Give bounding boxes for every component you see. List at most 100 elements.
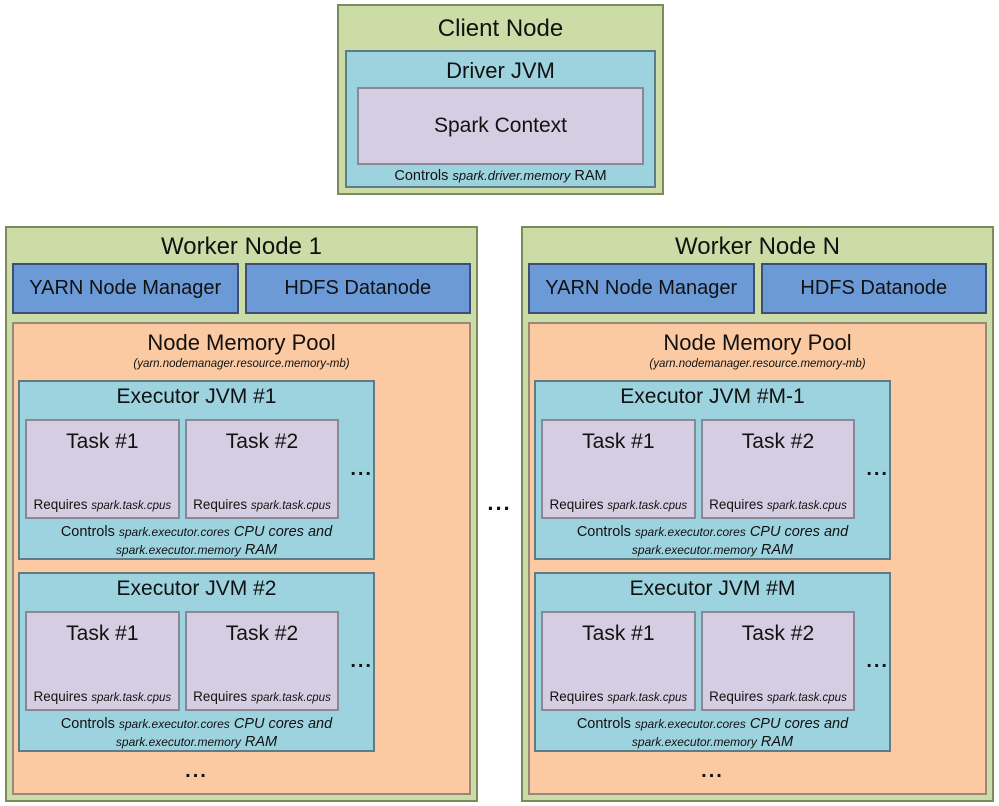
controls-label: Controls <box>60 716 115 732</box>
memory-pool-title: Node Memory Pool <box>663 330 852 355</box>
task-title: Task #1 <box>582 430 655 453</box>
executor-controls-caption: Controls spark.executor.cores CPU cores … <box>20 715 373 751</box>
worker-node-title: Worker Node 1 <box>161 233 322 260</box>
requires-label: Requires <box>33 497 88 512</box>
executor-cores-property: spark.executor.cores <box>634 717 746 731</box>
services-row: YARN Node Manager HDFS Datanode <box>12 263 471 314</box>
service-yarn-node-manager: YARN Node Manager <box>12 263 239 314</box>
more-tasks-ellipsis: ... <box>866 649 889 672</box>
executor-title: Executor JVM #1 <box>116 385 277 408</box>
task-title: Task #2 <box>741 430 815 453</box>
task-title: Task #2 <box>225 622 299 645</box>
memory-pool-property: (yarn.nodemanager.resource.memory-mb) <box>649 358 866 370</box>
memory-pool-title: Node Memory Pool <box>147 330 336 355</box>
cpu-cores-text: CPU cores and <box>233 716 333 732</box>
executor-cores-property: spark.executor.cores <box>118 525 230 539</box>
cpu-cores-text: CPU cores and <box>233 524 333 540</box>
requires-label: Requires <box>549 689 604 704</box>
executor-jvm-box: Executor JVM #2 Task #1 Requires spark.t… <box>18 572 375 752</box>
requires-label: Requires <box>709 689 764 704</box>
controls-label: Controls <box>394 168 449 184</box>
cpu-cores-text: CPU cores and <box>749 716 849 732</box>
tasks-row: Task #1 Requires spark.task.cpus Task #2… <box>25 419 373 519</box>
more-workers-ellipsis: ... <box>487 490 512 515</box>
requires-label: Requires <box>709 497 764 512</box>
executor-controls-caption: Controls spark.executor.cores CPU cores … <box>536 523 889 559</box>
more-tasks-ellipsis: ... <box>350 457 373 480</box>
executor-cores-property: spark.executor.cores <box>634 525 746 539</box>
node-memory-pool-box: Node Memory Pool (yarn.nodemanager.resou… <box>12 322 471 795</box>
cpu-cores-text: CPU cores and <box>749 524 849 540</box>
task-title: Task #1 <box>582 622 655 645</box>
service-label: HDFS Datanode <box>284 277 432 299</box>
task-cpus-property: spark.task.cpus <box>250 500 331 512</box>
driver-memory-property: spark.driver.memory <box>452 168 571 183</box>
task-cpus-property: spark.task.cpus <box>607 692 688 704</box>
task-box: Task #2 Requires spark.task.cpus <box>184 419 340 519</box>
service-label: HDFS Datanode <box>800 277 948 299</box>
executor-controls-caption: Controls spark.executor.cores CPU cores … <box>20 523 373 559</box>
executor-controls-caption: Controls spark.executor.cores CPU cores … <box>536 715 889 751</box>
task-cpus-property: spark.task.cpus <box>766 500 847 512</box>
executor-memory-property: spark.executor.memory <box>115 543 241 558</box>
task-requires-caption: Requires spark.task.cpus <box>703 689 854 704</box>
tasks-row: Task #1 Requires spark.task.cpus Task #2… <box>541 419 889 519</box>
requires-label: Requires <box>193 497 248 512</box>
task-requires-caption: Requires spark.task.cpus <box>27 689 178 704</box>
executor-cores-property: spark.executor.cores <box>118 717 230 731</box>
worker-node-n-box: Worker Node N YARN Node Manager HDFS Dat… <box>521 226 994 802</box>
requires-label: Requires <box>549 497 604 512</box>
requires-label: Requires <box>193 689 248 704</box>
more-tasks-ellipsis: ... <box>350 649 373 672</box>
executor-memory-property: spark.executor.memory <box>631 735 757 750</box>
executor-title: Executor JVM #M-1 <box>620 385 805 408</box>
task-requires-caption: Requires spark.task.cpus <box>543 689 694 704</box>
node-memory-pool-box: Node Memory Pool (yarn.nodemanager.resou… <box>528 322 987 795</box>
more-tasks-ellipsis: ... <box>866 457 889 480</box>
more-executors-ellipsis: ... <box>701 760 724 782</box>
task-box: Task #2 Requires spark.task.cpus <box>184 611 340 711</box>
task-title: Task #2 <box>741 622 815 645</box>
task-cpus-property: spark.task.cpus <box>250 692 331 704</box>
task-box: Task #1 Requires spark.task.cpus <box>25 419 180 519</box>
task-box: Task #1 Requires spark.task.cpus <box>541 611 696 711</box>
task-title: Task #1 <box>66 622 139 645</box>
services-row: YARN Node Manager HDFS Datanode <box>528 263 987 314</box>
spark-context-title: Spark Context <box>433 114 568 137</box>
task-cpus-property: spark.task.cpus <box>91 692 172 704</box>
executor-title: Executor JVM #2 <box>116 577 277 600</box>
spark-context-box: Spark Context <box>357 87 644 165</box>
service-hdfs-datanode: HDFS Datanode <box>244 263 471 314</box>
tasks-row: Task #1 Requires spark.task.cpus Task #2… <box>25 611 373 711</box>
task-cpus-property: spark.task.cpus <box>766 692 847 704</box>
service-label: YARN Node Manager <box>29 277 222 299</box>
executor-memory-property: spark.executor.memory <box>631 543 757 558</box>
task-box: Task #1 Requires spark.task.cpus <box>541 419 696 519</box>
task-cpus-property: spark.task.cpus <box>607 500 688 512</box>
executor-jvm-box: Executor JVM #M Task #1 Requires spark.t… <box>534 572 891 752</box>
task-title: Task #2 <box>225 430 299 453</box>
ram-label: RAM <box>244 734 278 751</box>
driver-jvm-box: Driver JVM Spark Context Controls spark.… <box>345 50 656 188</box>
controls-label: Controls <box>576 524 631 540</box>
service-hdfs-datanode: HDFS Datanode <box>760 263 987 314</box>
more-executors-ellipsis: ... <box>185 760 208 782</box>
ram-label: RAM <box>574 168 607 184</box>
task-requires-caption: Requires spark.task.cpus <box>187 689 338 704</box>
ram-label: RAM <box>760 542 794 559</box>
client-node-box: Client Node Driver JVM Spark Context Con… <box>337 4 664 195</box>
ram-label: RAM <box>244 542 278 559</box>
executor-jvm-box: Executor JVM #M-1 Task #1 Requires spark… <box>534 380 891 560</box>
task-title: Task #1 <box>66 430 139 453</box>
task-cpus-property: spark.task.cpus <box>91 500 172 512</box>
task-requires-caption: Requires spark.task.cpus <box>543 497 694 512</box>
service-label: YARN Node Manager <box>545 277 738 299</box>
controls-label: Controls <box>576 716 631 732</box>
task-box: Task #2 Requires spark.task.cpus <box>700 419 856 519</box>
task-box: Task #2 Requires spark.task.cpus <box>700 611 856 711</box>
executor-memory-property: spark.executor.memory <box>115 735 241 750</box>
worker-node-1-box: Worker Node 1 YARN Node Manager HDFS Dat… <box>5 226 478 802</box>
requires-label: Requires <box>33 689 88 704</box>
ram-label: RAM <box>760 734 794 751</box>
